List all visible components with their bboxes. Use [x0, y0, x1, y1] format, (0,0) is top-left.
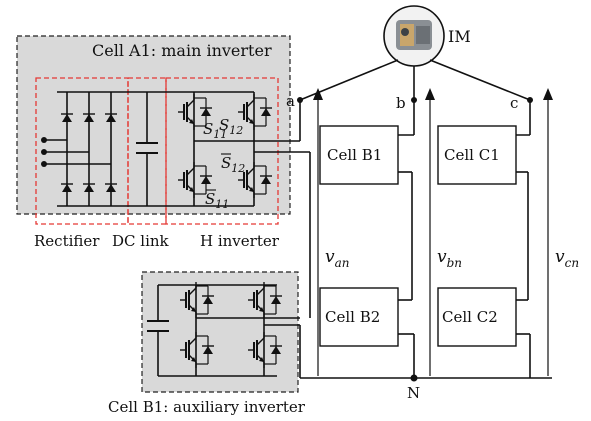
cell-c2-box [437, 287, 517, 347]
voltage-van-label: van [325, 247, 350, 270]
dc-link-label: DC link [112, 232, 170, 250]
h-inverter-block [165, 77, 279, 225]
h-inverter-label: H inverter [200, 232, 280, 250]
cell-b1-auxiliary-inverter: Cell B1: auxiliary inverter [108, 271, 306, 416]
cell-b1-box [319, 125, 399, 185]
switch-s11bar-label: S11 [205, 190, 229, 211]
cell-c1-box [437, 125, 517, 185]
cell-b1-aux-title: Cell B1: auxiliary inverter [108, 398, 306, 416]
rectifier-label: Rectifier [34, 232, 100, 250]
cell-a1-main-inverter: Cell A1: main inverter [16, 35, 310, 250]
cell-b1-label: Cell B1 [327, 146, 382, 164]
cell-b2-box [319, 287, 399, 347]
switch-s12bar-label: S12 [221, 154, 245, 175]
cell-c1-label: Cell C1 [444, 146, 500, 164]
dc-link-block [127, 77, 167, 225]
node-b-label: b [396, 94, 406, 112]
switch-s12-label: S12 [219, 116, 243, 137]
cell-b2-label: Cell B2 [325, 308, 380, 326]
cell-c2-label: Cell C2 [442, 308, 498, 326]
motor-label: IM [448, 27, 471, 46]
node-a-label: a [286, 92, 295, 110]
node-c-label: c [510, 94, 518, 112]
voltage-vbn-label: vbn [437, 247, 462, 270]
dc-link-capacitor [112, 91, 230, 207]
induction-motor: IM [383, 5, 471, 67]
h-inverter-bridge [177, 91, 310, 207]
voltage-vcn-label: vcn [555, 247, 579, 270]
node-n-label: N [407, 384, 420, 402]
rectifier-bridge [41, 91, 118, 207]
phase-wiring: a van vbn vcn b Cell B1 Cell B2 c Cell C… [286, 59, 579, 402]
rectifier-block [35, 77, 129, 225]
cell-a1-title: Cell A1: main inverter [92, 41, 272, 60]
switch-s11-label: S11 [203, 120, 227, 141]
